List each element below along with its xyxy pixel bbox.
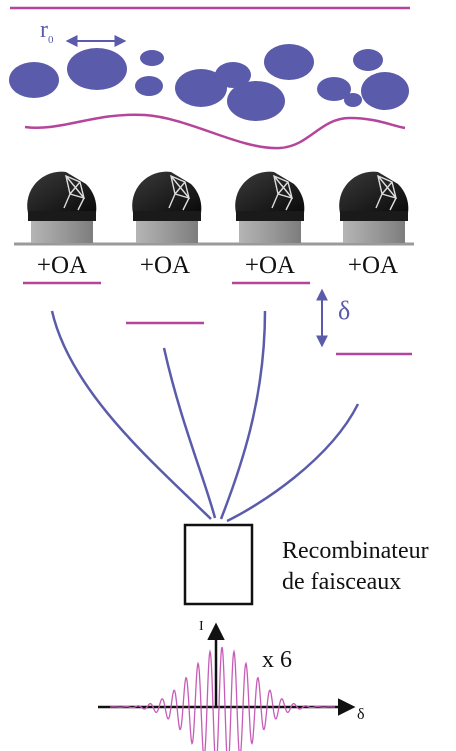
- r0-label: r0: [40, 17, 54, 46]
- beam-path-3: [219, 310, 267, 520]
- telescope-truss: [375, 174, 397, 211]
- telescope-pier: [343, 219, 405, 243]
- telescope-dome: [132, 171, 202, 213]
- telescope-label-3: +OA: [244, 252, 296, 279]
- recombiner-label-line1: Recombinateur: [282, 538, 429, 564]
- telescope-truss: [63, 174, 85, 211]
- intensity-axis-label: I: [199, 619, 204, 634]
- telescope-pier: [31, 219, 93, 243]
- beam-path-4: [226, 403, 360, 523]
- turbulence-cell: [227, 81, 285, 121]
- turbulence-cell: [264, 44, 314, 80]
- turbulence-cell: [344, 93, 362, 107]
- telescope-dome-base: [236, 211, 304, 221]
- delta-label: δ: [338, 296, 351, 325]
- telescope-4: [339, 171, 409, 243]
- turbulence-cells: [9, 44, 409, 121]
- telescope-dome-base: [28, 211, 96, 221]
- turbulence-cell: [9, 62, 59, 98]
- turbulence-cell: [140, 50, 164, 66]
- turbulence-cell: [67, 48, 127, 90]
- beam-path-2: [162, 347, 217, 519]
- telescope-2: [132, 171, 202, 243]
- telescope-dome-base: [133, 211, 201, 221]
- telescope-truss: [168, 174, 190, 211]
- telescope-label-2: +OA: [139, 252, 191, 279]
- telescope-label-4: +OA: [347, 252, 399, 279]
- r0-label-sub: 0: [48, 34, 54, 46]
- telescope-pier: [239, 219, 301, 243]
- telescope-truss: [271, 174, 293, 211]
- r0-label-main: r: [40, 17, 48, 43]
- turbulence-cell: [215, 62, 251, 88]
- telescope-3: [235, 171, 305, 243]
- delta-axis-label: δ: [357, 706, 365, 723]
- beam-paths: [50, 310, 360, 523]
- turbulence-cell: [175, 69, 227, 107]
- telescope-label-1: +OA: [36, 252, 88, 279]
- distorted-wavefront-line: [24, 113, 406, 150]
- recombiner-label-line2: de faisceaux: [282, 569, 402, 595]
- turbulence-cell: [353, 49, 383, 71]
- turbulence-cell: [135, 76, 163, 96]
- telescope-pier: [136, 219, 198, 243]
- multiplier-label: x 6: [262, 647, 292, 673]
- telescope-dome: [27, 171, 97, 213]
- beam-combiner-box: [183, 523, 254, 606]
- telescope-dome: [235, 171, 305, 213]
- turbulence-cell: [361, 72, 409, 110]
- telescope-dome: [339, 171, 409, 213]
- turbulence-cell: [317, 77, 351, 101]
- telescope-1: [27, 171, 97, 243]
- fringe-packet-curve: [109, 646, 335, 751]
- beam-path-1: [50, 310, 212, 520]
- recombiner-label: Recombinateur de faisceaux: [282, 536, 429, 598]
- telescope-dome-base: [340, 211, 408, 221]
- telescope-array: [27, 171, 409, 243]
